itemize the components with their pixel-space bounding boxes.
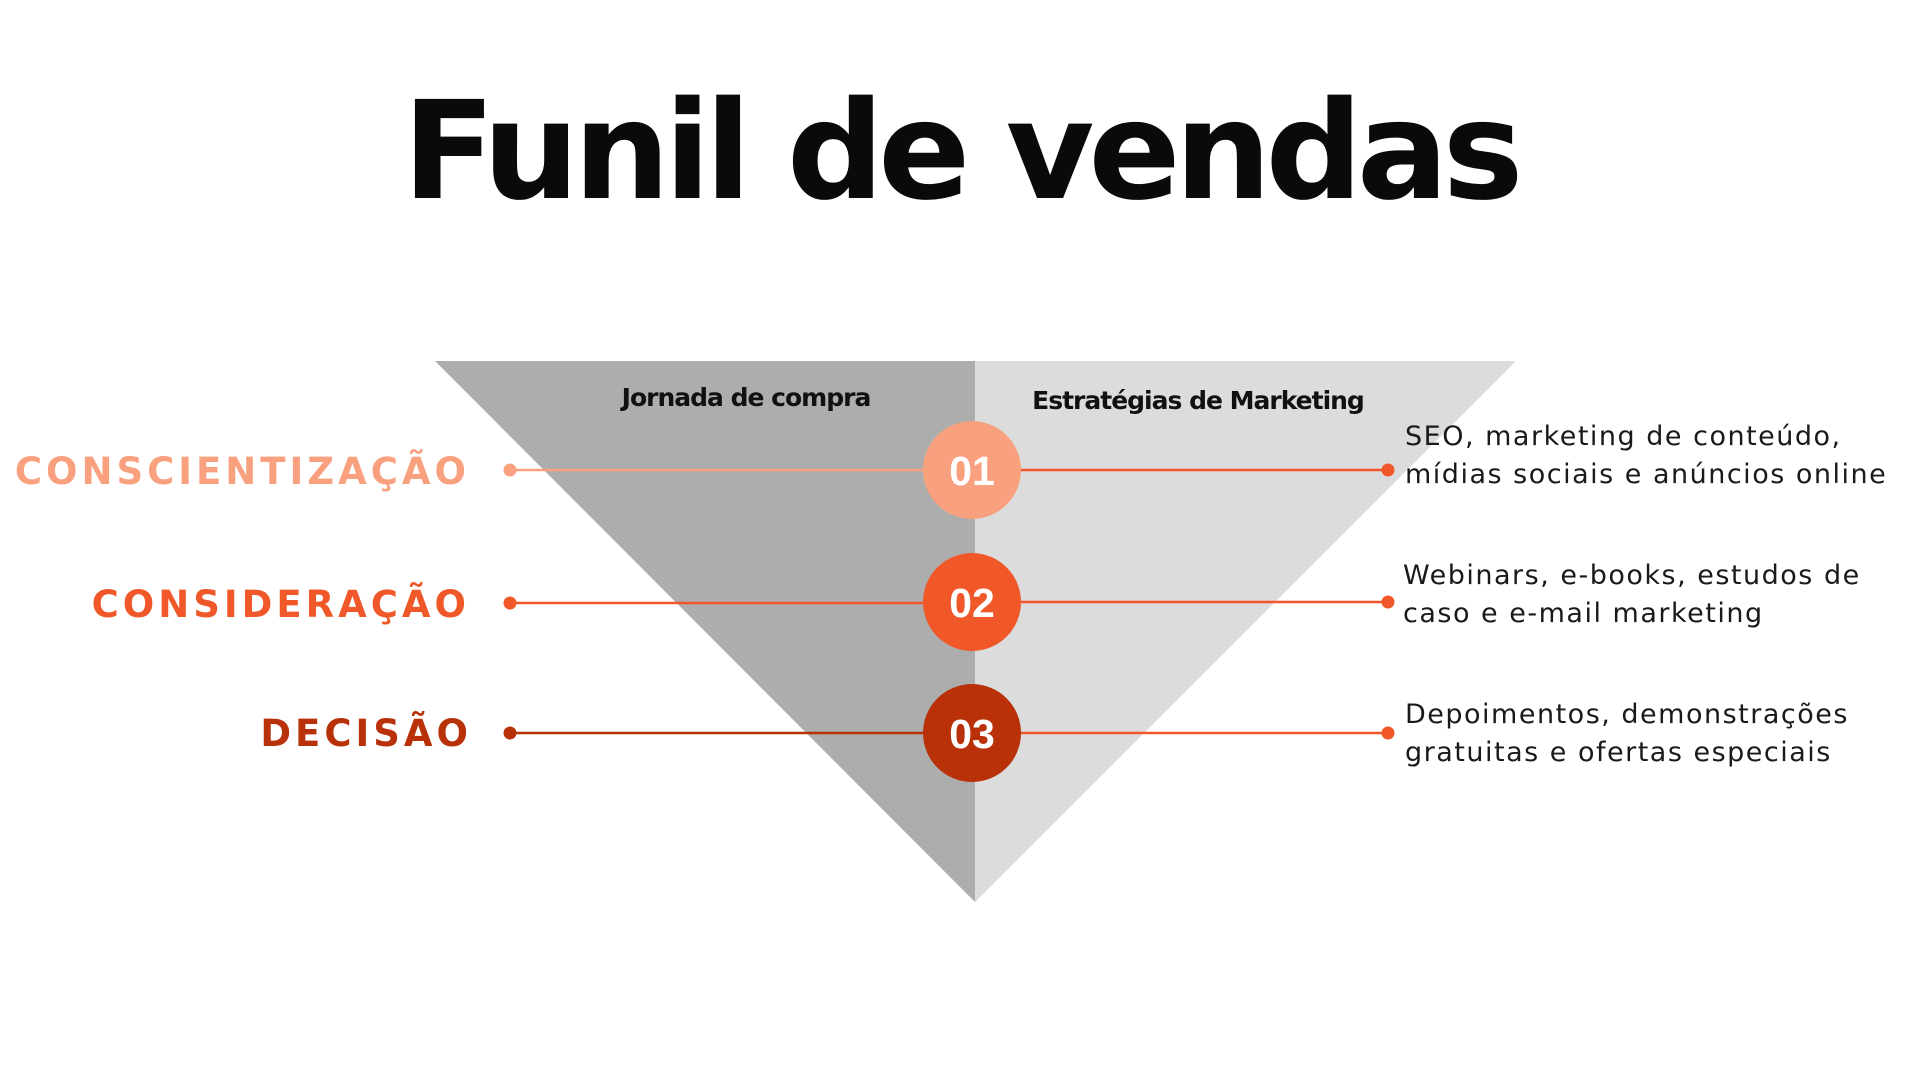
stage-number: 01 (949, 448, 995, 494)
strategy-text-consideration: Webinars, e-books, estudos de caso e e-m… (1403, 557, 1903, 633)
column-header-marketing-strategies: Estratégias de Marketing (1032, 386, 1364, 415)
stage-number-badge (923, 553, 1021, 651)
stage-row-decision: 03 DECISÃO (260, 684, 1395, 782)
strategy-line: SEO, marketing de conteúdo, (1405, 421, 1842, 452)
stage-number: 02 (949, 580, 995, 626)
stage-connector-dot-left (503, 596, 517, 610)
strategy-line: Webinars, e-books, estudos de (1403, 560, 1861, 591)
stage-connector-dot-left (503, 463, 517, 477)
strategy-line: caso e e-mail marketing (1403, 598, 1764, 629)
stage-number: 03 (949, 711, 995, 757)
stage-label: CONSCIENTIZAÇÃO (15, 449, 470, 493)
page-title: Funil de vendas (402, 73, 1523, 231)
strategy-line: mídias sociais e anúncios online (1405, 459, 1888, 490)
stage-connector-dot-right (1381, 595, 1395, 609)
funnel-right-half (975, 361, 1516, 902)
strategy-line: gratuitas e ofertas especiais (1405, 737, 1832, 768)
strategy-text-decision: Depoimentos, demonstrações gratuitas e o… (1405, 696, 1905, 772)
stage-connector-dot-right (1381, 726, 1395, 740)
stage-connector-dot-right (1381, 463, 1395, 477)
stage-number-badge (923, 421, 1021, 519)
stage-label: CONSIDERAÇÃO (92, 582, 470, 626)
stage-number-badge (923, 684, 1021, 782)
stage-label: DECISÃO (260, 711, 472, 755)
stage-row-awareness: 01 CONSCIENTIZAÇÃO (15, 421, 1395, 519)
column-header-buyer-journey: Jornada de compra (620, 383, 871, 412)
strategy-line: Depoimentos, demonstrações (1405, 699, 1849, 730)
stage-connector-dot-left (503, 726, 517, 740)
strategy-text-awareness: SEO, marketing de conteúdo, mídias socia… (1405, 418, 1905, 494)
stage-row-consideration: 02 CONSIDERAÇÃO (92, 553, 1395, 651)
funnel-left-half (435, 361, 975, 902)
